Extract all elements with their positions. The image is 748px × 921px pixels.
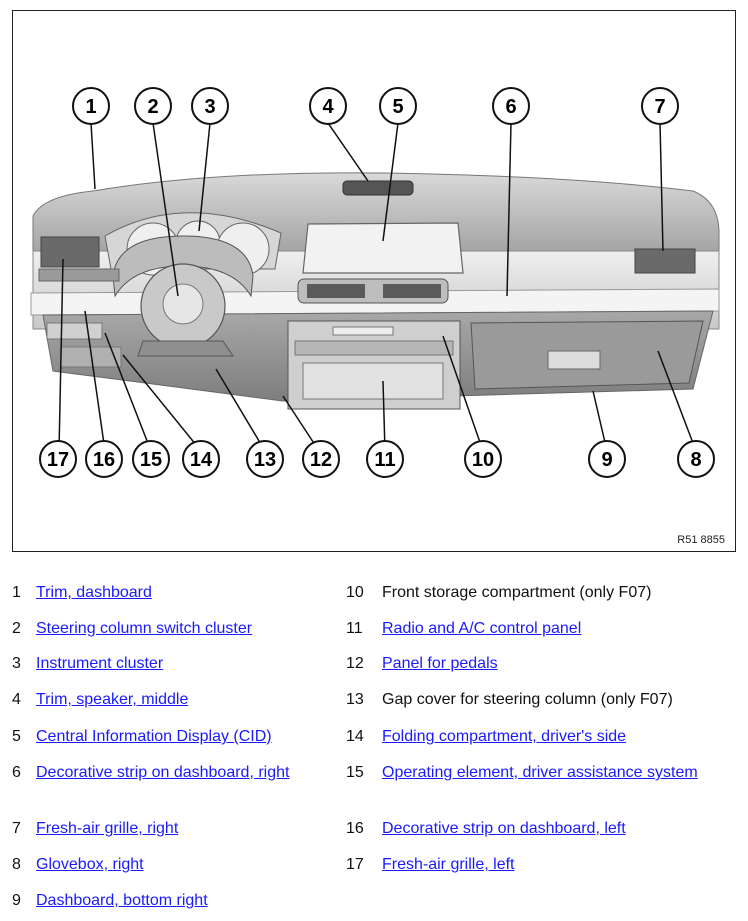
legend-item-17: 17 Fresh-air grille, left <box>346 856 514 874</box>
legend-num: 9 <box>12 892 21 909</box>
legend-item-5: 5 Central Information Display (CID) <box>12 728 272 746</box>
svg-text:12: 12 <box>310 449 332 471</box>
figure-code: R51 8855 <box>677 534 725 546</box>
svg-text:13: 13 <box>254 449 276 471</box>
svg-text:14: 14 <box>190 449 213 471</box>
legend-item-16: 16 Decorative strip on dashboard, left <box>346 820 626 838</box>
legend-item-4: 4 Trim, speaker, middle <box>12 691 188 709</box>
legend-text: Gap cover for steering column (only F07) <box>382 691 673 708</box>
legend-item-1: 1 Trim, dashboard <box>12 584 152 602</box>
legend-num: 15 <box>346 764 364 781</box>
legend-link[interactable]: Folding compartment, driver's side <box>382 728 627 745</box>
svg-text:16: 16 <box>93 449 115 471</box>
callout-1: 1 <box>72 87 110 125</box>
legend-num: 13 <box>346 691 364 708</box>
svg-text:8: 8 <box>690 449 701 471</box>
svg-text:7: 7 <box>654 96 665 118</box>
leader-lines <box>58 122 697 452</box>
legend-link[interactable]: Instrument cluster <box>36 655 164 672</box>
right-vent <box>634 248 696 274</box>
legend-link[interactable]: Operating element, driver assistance sys… <box>382 764 698 781</box>
svg-text:17: 17 <box>47 449 69 471</box>
callout-12: 12 <box>302 440 340 478</box>
legend-item-2: 2 Steering column switch cluster <box>12 620 252 638</box>
legend-num: 8 <box>12 856 21 873</box>
legend-num: 16 <box>346 820 364 837</box>
legend-item-13: 13 Gap cover for steering column (only F… <box>346 691 673 709</box>
legend-link[interactable]: Dashboard, bottom right <box>36 892 208 909</box>
callout-11: 11 <box>366 440 404 478</box>
speaker-trim <box>342 180 414 196</box>
legend-num: 1 <box>12 584 21 601</box>
legend-text: Front storage compartment (only F07) <box>382 584 652 601</box>
legend-item-6: 6 Decorative strip on dashboard, right <box>12 764 302 782</box>
dashboard-illustration <box>30 122 720 452</box>
legend-link[interactable]: Trim, dashboard <box>36 584 152 601</box>
callout-13: 13 <box>246 440 284 478</box>
legend-link[interactable]: Steering column switch cluster <box>36 620 253 637</box>
callout-3: 3 <box>191 87 229 125</box>
legend-link[interactable]: Trim, speaker, middle <box>36 691 189 708</box>
legend-link[interactable]: Panel for pedals <box>382 655 498 672</box>
svg-text:5: 5 <box>392 96 403 118</box>
svg-text:10: 10 <box>472 449 494 471</box>
legend-num: 6 <box>12 764 21 781</box>
legend-link[interactable]: Fresh-air grille, right <box>36 820 179 837</box>
callout-17: 17 <box>39 440 77 478</box>
callout-6: 6 <box>492 87 530 125</box>
callout-2: 2 <box>134 87 172 125</box>
svg-text:15: 15 <box>140 449 162 471</box>
svg-text:3: 3 <box>204 96 215 118</box>
legend-link[interactable]: Central Information Display (CID) <box>36 728 272 745</box>
legend-item-12: 12 Panel for pedals <box>346 655 498 673</box>
callout-5: 5 <box>379 87 417 125</box>
steering-column-cover <box>137 340 234 357</box>
svg-text:9: 9 <box>601 449 612 471</box>
dashboard-figure: 1 2 3 4 5 6 7 8 9 10 11 12 13 14 15 16 1… <box>12 10 736 552</box>
legend-num: 11 <box>346 620 363 637</box>
left-vent <box>40 236 100 268</box>
svg-text:6: 6 <box>505 96 516 118</box>
legend-item-11: 11 Radio and A/C control panel <box>346 620 581 638</box>
legend-link[interactable]: Decorative strip on dashboard, left <box>382 820 626 837</box>
legend-num: 3 <box>12 655 21 672</box>
legend-item-9: 9 Dashboard, bottom right <box>12 892 208 910</box>
callout-7: 7 <box>641 87 679 125</box>
legend-num: 5 <box>12 728 21 745</box>
legend-num: 4 <box>12 691 21 708</box>
legend-link[interactable]: Decorative strip on dashboard, right <box>36 764 290 781</box>
legend-num: 12 <box>346 655 364 672</box>
callout-9: 9 <box>588 440 626 478</box>
callout-10: 10 <box>464 440 502 478</box>
legend-item-15: 15 Operating element, driver assistance … <box>346 764 726 782</box>
legend-item-7: 7 Fresh-air grille, right <box>12 820 178 838</box>
legend-item-3: 3 Instrument cluster <box>12 655 163 673</box>
callout-16: 16 <box>85 440 123 478</box>
legend-item-8: 8 Glovebox, right <box>12 856 144 874</box>
svg-text:11: 11 <box>374 449 395 471</box>
legend-num: 7 <box>12 820 21 837</box>
legend-num: 17 <box>346 856 364 873</box>
callout-15: 15 <box>132 440 170 478</box>
legend-item-14: 14 Folding compartment, driver's side <box>346 728 626 746</box>
svg-text:1: 1 <box>85 96 96 118</box>
svg-text:4: 4 <box>322 96 334 118</box>
legend-item-10: 10 Front storage compartment (only F07) <box>346 584 651 602</box>
central-display <box>302 222 464 274</box>
callout-14: 14 <box>182 440 220 478</box>
legend-num: 10 <box>346 584 364 601</box>
callout-8: 8 <box>677 440 715 478</box>
callout-4: 4 <box>309 87 347 125</box>
svg-text:2: 2 <box>147 96 158 118</box>
legend-link[interactable]: Fresh-air grille, left <box>382 856 515 873</box>
legend-num: 2 <box>12 620 21 637</box>
legend-num: 14 <box>346 728 364 745</box>
callouts: 1 2 3 4 5 6 7 8 9 10 11 12 13 14 15 16 1… <box>39 87 715 478</box>
legend-link[interactable]: Radio and A/C control panel <box>382 620 582 637</box>
legend-link[interactable]: Glovebox, right <box>36 856 144 873</box>
